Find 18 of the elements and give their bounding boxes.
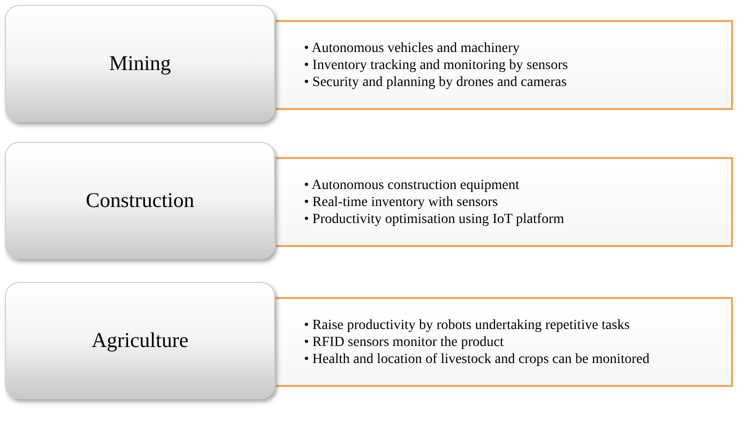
category-box: [5, 5, 275, 122]
bullet-list-box: [276, 297, 733, 387]
category-title: Mining: [109, 50, 171, 77]
bullet-list-box: [276, 157, 733, 247]
bullet-text: • Autonomous construction equipment: [304, 176, 520, 194]
category-box: [5, 282, 275, 399]
category-title: Agriculture: [92, 326, 188, 354]
bullet-text: • Health and location of livestock and crops can be monitored: [304, 350, 650, 368]
category-box: [5, 142, 275, 259]
bullet-text: • Autonomous vehicles and machinery: [304, 40, 521, 56]
bullet-list-box: [276, 20, 733, 110]
bullet-text: • Real-time inventory with sensors: [304, 194, 499, 210]
bullet-text: • Inventory tracking and monitoring by sensors: [304, 56, 568, 74]
bullet-text: • Productivity optimisation using IoT platform: [304, 210, 564, 228]
bullet-text: • Raise productivity by robots undertaking repetitive tasks: [304, 316, 631, 334]
bullet-text: • Security and planning by drones and cameras: [304, 74, 568, 90]
bullet-text: • RFID sensors monitor the product: [304, 334, 505, 350]
category-title: Construction: [86, 186, 194, 214]
